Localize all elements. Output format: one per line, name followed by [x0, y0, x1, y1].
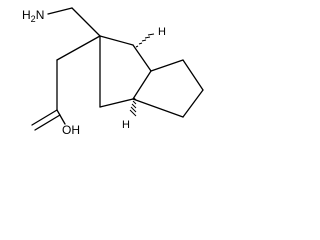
bond-fusion-top-right	[150, 59, 184, 72]
chemical-structure: H2N OH H H	[22, 7, 204, 137]
stereo-wedge-top	[135, 33, 155, 48]
bond-right-bottom	[132, 98, 184, 118]
bond-upper-fusion-top	[132, 44, 152, 72]
hydroxyl-label: OH	[62, 123, 80, 137]
bond-ch2-quaternary	[71, 7, 101, 37]
bond-quaternary-upper	[99, 35, 134, 46]
stereo-h-top-label: H	[158, 26, 166, 38]
amine-subscript: 2	[31, 14, 36, 24]
bond-right-upper	[182, 59, 204, 91]
bond-fusion-bottom-lower	[99, 98, 134, 108]
bond-carbonyl-double-a	[31, 109, 58, 126]
amine-h: H	[22, 8, 31, 22]
bond-carbonyl-double-b	[34, 114, 61, 131]
amine-n: N	[36, 8, 45, 22]
stereo-wedge-bottom	[129, 97, 137, 117]
amine-label: H2N	[22, 8, 44, 24]
bond-quaternary-ch2	[56, 35, 101, 61]
bond-carbonyl-oh	[56, 109, 66, 125]
stereo-h-bottom-label: H	[122, 119, 130, 131]
bond-right-lower	[182, 89, 204, 118]
bond-fusion	[132, 70, 152, 100]
bond-amine-ch2	[47, 7, 73, 15]
